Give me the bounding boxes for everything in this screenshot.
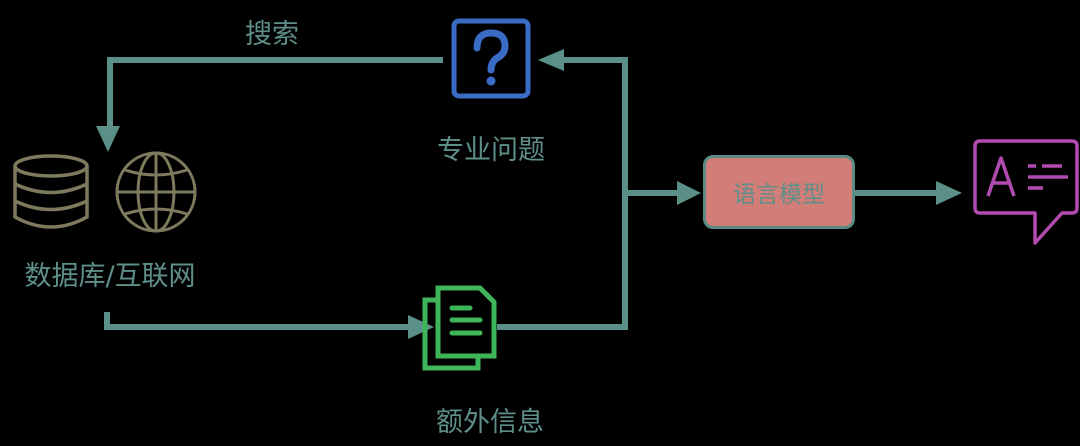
search-label: 搜索 xyxy=(245,19,299,50)
question-arrowhead xyxy=(538,49,564,71)
source-label: 数据库/互联网 xyxy=(24,261,196,292)
database-icon xyxy=(13,154,89,229)
language-model-box: 语言模型 xyxy=(703,155,855,229)
model-arrowhead xyxy=(677,181,701,205)
answer-bubble-icon xyxy=(973,139,1079,245)
extra-info-line xyxy=(497,190,628,330)
search-arrow-line xyxy=(107,57,443,130)
question-feedback-line xyxy=(560,57,628,190)
extra-info-label: 额外信息 xyxy=(436,407,544,438)
question-icon xyxy=(451,18,531,99)
search-arrowhead xyxy=(96,126,120,152)
retrieve-arrowhead xyxy=(408,315,434,339)
documents-icon xyxy=(422,285,497,371)
retrieve-arrow-line xyxy=(104,312,412,330)
globe-icon xyxy=(115,151,197,233)
answer-arrowhead xyxy=(936,181,962,205)
question-label: 专业问题 xyxy=(437,135,545,166)
language-model-label: 语言模型 xyxy=(733,182,825,208)
